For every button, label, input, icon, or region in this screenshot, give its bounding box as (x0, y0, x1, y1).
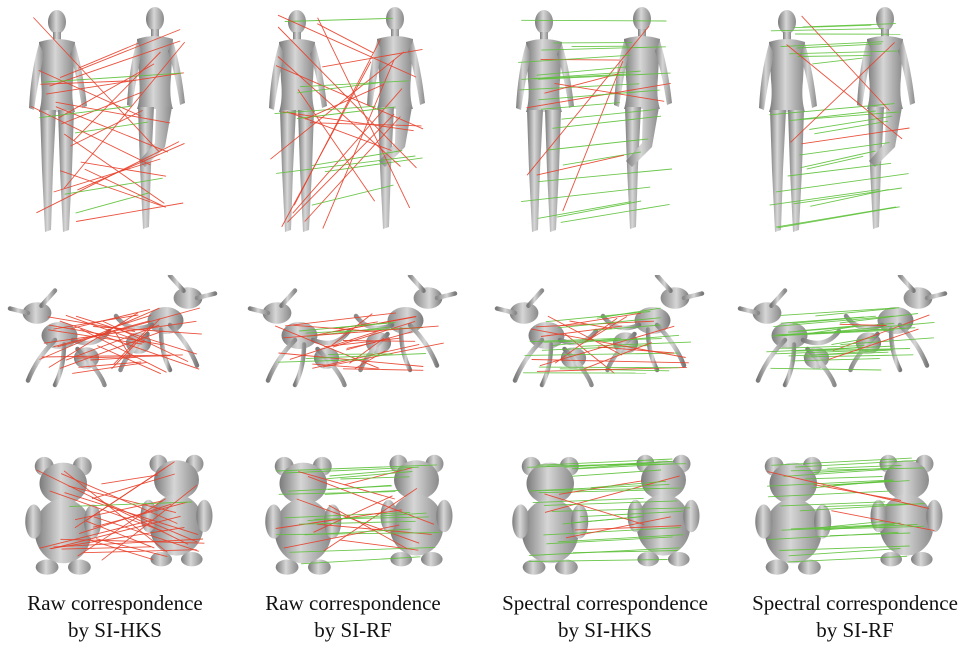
wrong-match-line (317, 24, 373, 53)
caption-spectral-si-hks: Spectral correspondence by SI-HKS (480, 590, 730, 644)
teddy-mesh (755, 457, 831, 575)
wrong-match-line (77, 143, 184, 190)
human-mesh (857, 7, 915, 229)
caption-line-1: Raw correspondence (238, 590, 468, 617)
correct-match-line (812, 58, 862, 64)
human-mesh (759, 10, 817, 232)
correct-match-line (539, 367, 679, 368)
panel-spectral-si-hks-ant (492, 275, 727, 405)
wrong-match-line (563, 61, 623, 211)
correct-match-line (557, 201, 641, 217)
caption-line-1: Spectral correspondence (735, 590, 975, 617)
panel-spectral-si-hks-human (492, 5, 727, 245)
panel-raw-si-rf-human (245, 5, 480, 245)
caption-line-2: by SI-HKS (480, 617, 730, 644)
correct-match-line (840, 338, 934, 345)
correct-match-line (328, 354, 392, 355)
ant-mesh (740, 291, 839, 386)
panel-spectral-si-rf-human (735, 5, 970, 245)
panel-raw-si-hks-ant (5, 275, 240, 405)
panel-spectral-si-rf-ant (735, 275, 970, 405)
ant-mesh (250, 291, 349, 386)
correct-match-line (770, 190, 879, 206)
panel-raw-si-hks-teddy (5, 445, 240, 580)
panel-raw-si-rf-teddy (245, 445, 480, 580)
correct-match-line (525, 353, 679, 355)
panel-raw-si-hks-human (5, 5, 240, 245)
caption-spectral-si-rf: Spectral correspondence by SI-RF (735, 590, 975, 644)
panel-raw-si-rf-ant (245, 275, 480, 405)
correct-match-line (812, 480, 894, 488)
wrong-match-line (101, 475, 158, 484)
correct-match-line (800, 111, 876, 119)
caption-line-1: Raw correspondence (0, 590, 230, 617)
ant-mesh (10, 291, 109, 386)
caption-line-1: Spectral correspondence (480, 590, 730, 617)
caption-line-2: by SI-RF (238, 617, 468, 644)
correct-match-line (807, 156, 864, 169)
teddy-mesh (512, 457, 588, 575)
wrong-match-line (78, 43, 138, 68)
caption-raw-si-rf: Raw correspondence by SI-RF (238, 590, 468, 644)
correct-match-line (561, 110, 655, 120)
wrong-match-line (85, 169, 166, 207)
wrong-match-line (76, 203, 183, 222)
human-mesh (127, 7, 185, 229)
wrong-match-line (343, 341, 415, 342)
correct-match-line (312, 185, 394, 205)
caption-line-2: by SI-HKS (0, 617, 230, 644)
correct-match-line (76, 193, 150, 213)
panel-spectral-si-rf-teddy (735, 445, 970, 580)
caption-line-2: by SI-RF (735, 617, 975, 644)
panel-spectral-si-hks-teddy (492, 445, 727, 580)
correct-match-line (805, 477, 883, 479)
correct-match-line (798, 55, 871, 56)
caption-raw-si-hks: Raw correspondence by SI-HKS (0, 590, 230, 644)
